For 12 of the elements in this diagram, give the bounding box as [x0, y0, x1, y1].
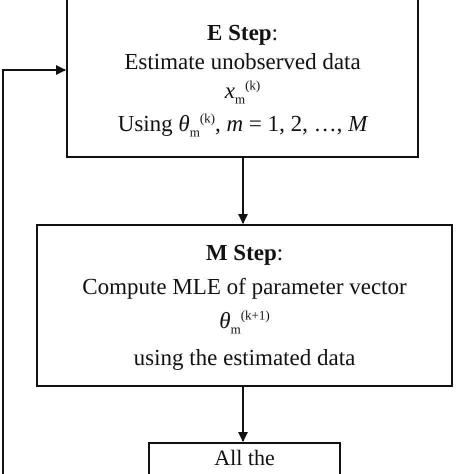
arrow [238, 158, 248, 224]
step-text: Estimate unobserved data [124, 49, 361, 74]
step-heading: E Step: [207, 20, 278, 46]
step-text: Using θ$_{m}$$^{(k)}$, m = 1, 2, …, M [118, 111, 368, 140]
step-text: using the estimated data [134, 345, 356, 371]
step-text: Compute MLE of parameter vector [82, 274, 407, 300]
process-box [36, 224, 453, 387]
step-heading: M Step: [206, 240, 284, 266]
step-text: All the [214, 447, 275, 469]
arrow [2, 65, 66, 474]
process-box [66, 0, 419, 158]
arrow [238, 387, 248, 442]
